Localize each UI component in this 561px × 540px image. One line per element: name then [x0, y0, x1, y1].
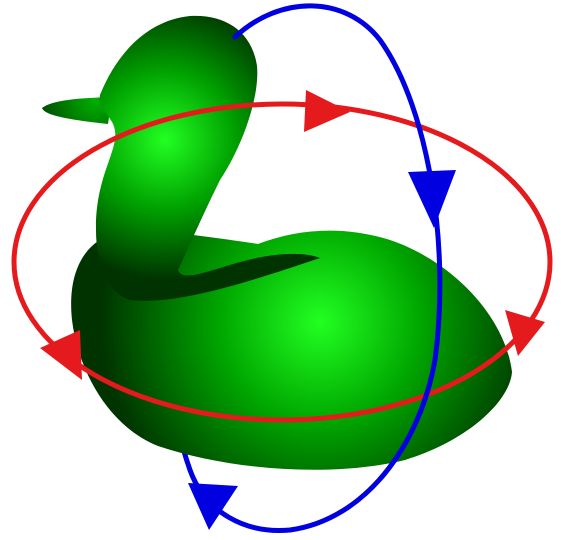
horizontal-loop-arrowhead-right — [505, 310, 545, 356]
duck — [42, 16, 512, 470]
vertical-loop-arrowhead-lower — [188, 483, 238, 530]
vertical-loop-arrowhead-upper — [408, 170, 456, 228]
horizontal-loop-arrowhead-top — [304, 90, 350, 132]
